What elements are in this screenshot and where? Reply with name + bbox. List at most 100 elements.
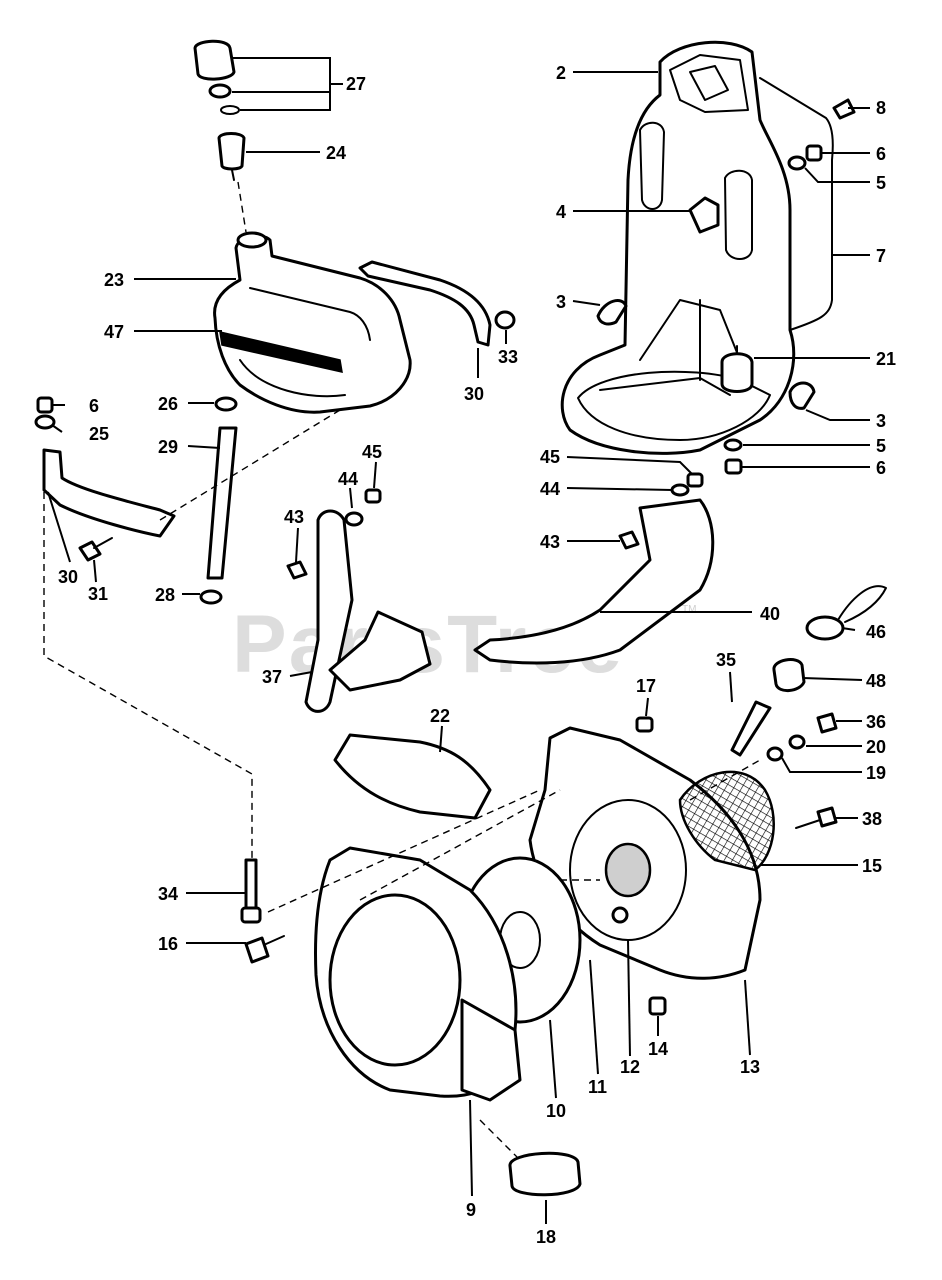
callout-37: 37 <box>262 667 282 687</box>
callout-43-left: 43 <box>284 507 304 527</box>
nut-17 <box>635 716 654 733</box>
washer-19 <box>766 746 784 762</box>
tube-35 <box>730 700 772 757</box>
callout-30-upper: 30 <box>464 384 484 404</box>
washer-25 <box>34 414 56 430</box>
callout-6-lower: 6 <box>876 458 886 478</box>
callout-24: 24 <box>326 143 346 163</box>
callout-3-right: 3 <box>876 411 886 431</box>
bolt-43-right <box>618 530 640 550</box>
callout-44-right: 44 <box>540 479 560 499</box>
callout-48: 48 <box>866 671 886 691</box>
callout-17: 17 <box>636 676 656 696</box>
callout-45-right: 45 <box>540 447 560 467</box>
callout-36: 36 <box>866 712 886 732</box>
washer-20 <box>788 734 806 750</box>
back-pad-7 <box>759 77 834 331</box>
callout-47: 47 <box>104 322 124 342</box>
callout-8: 8 <box>876 98 886 118</box>
mount-4 <box>688 196 720 234</box>
leader-lines <box>47 57 870 1224</box>
washer-44-right <box>670 483 690 497</box>
bolt-16 <box>244 935 285 964</box>
fuel-cap-27 <box>193 39 240 115</box>
bolt-34 <box>240 858 262 924</box>
strap-37 <box>304 509 432 713</box>
callout-29: 29 <box>158 437 178 457</box>
callout-12: 12 <box>620 1057 640 1077</box>
bracket-30-lower <box>42 448 176 538</box>
callout-20: 20 <box>866 737 886 757</box>
callout-14: 14 <box>648 1039 668 1059</box>
callout-25: 25 <box>89 424 109 444</box>
callout-19: 19 <box>866 763 886 783</box>
callout-27: 27 <box>346 74 366 94</box>
callout-labels: 2 8 6 5 4 7 3 21 3 5 6 27 24 23 47 33 30… <box>58 63 896 1247</box>
washer-5-upper <box>787 155 807 171</box>
callout-5-lower: 5 <box>876 436 886 456</box>
callout-35: 35 <box>716 650 736 670</box>
bolt-38 <box>795 806 838 829</box>
watermark-tm: TM <box>682 604 696 615</box>
nut-6-upper <box>805 144 823 162</box>
callout-43-right: 43 <box>540 532 560 552</box>
cover-plate-22 <box>333 733 492 820</box>
callout-40: 40 <box>760 604 780 624</box>
nut-6-left <box>36 396 54 414</box>
callout-34: 34 <box>158 884 178 904</box>
callout-28: 28 <box>155 585 175 605</box>
callout-7: 7 <box>876 246 886 266</box>
callout-10: 10 <box>546 1101 566 1121</box>
callout-4: 4 <box>556 202 566 222</box>
clamp-28 <box>199 589 223 605</box>
nut-33 <box>494 310 516 330</box>
screen-15 <box>678 770 775 872</box>
callout-46: 46 <box>866 622 886 642</box>
nut-45-left <box>364 488 382 504</box>
callout-33: 33 <box>498 347 518 367</box>
fuel-hose-29 <box>206 426 238 580</box>
callout-31: 31 <box>88 584 108 604</box>
assembly-guides <box>43 181 761 1161</box>
fuel-tank-23 <box>213 231 412 414</box>
callout-23: 23 <box>104 270 124 290</box>
callout-6-upper: 6 <box>876 144 886 164</box>
bolt-43-left <box>286 560 308 580</box>
callout-26: 26 <box>158 394 178 414</box>
strap-40 <box>473 498 715 665</box>
grommet-48 <box>772 658 806 692</box>
bolt-8 <box>832 98 856 120</box>
callout-45-left: 45 <box>362 442 382 462</box>
grommet-18 <box>508 1151 582 1197</box>
nut-6-lower <box>724 458 743 475</box>
bolt-12 <box>611 906 629 924</box>
clamp-26 <box>214 396 238 412</box>
housing-front-9 <box>314 846 522 1102</box>
nut-45-right <box>686 472 704 488</box>
callout-22: 22 <box>430 706 450 726</box>
mount-21 <box>720 345 754 393</box>
callout-2: 2 <box>556 63 566 83</box>
back-frame-2 <box>560 40 796 455</box>
bolt-31 <box>78 537 113 562</box>
callout-21: 21 <box>876 349 896 369</box>
callout-38: 38 <box>862 809 882 829</box>
clip-3-left <box>596 299 628 326</box>
callout-3-left: 3 <box>556 292 566 312</box>
callout-16: 16 <box>158 934 178 954</box>
callout-9: 9 <box>466 1200 476 1220</box>
callout-5-upper: 5 <box>876 173 886 193</box>
nut-14 <box>648 996 667 1016</box>
washer-44-left <box>344 511 364 527</box>
callout-15: 15 <box>862 856 882 876</box>
bolt-36 <box>816 712 838 734</box>
strainer-24 <box>217 132 246 181</box>
callout-6-left: 6 <box>89 396 99 416</box>
callout-11: 11 <box>588 1077 607 1097</box>
callout-44-left: 44 <box>338 469 358 489</box>
callout-30-lower: 30 <box>58 567 78 587</box>
washer-5-lower <box>723 438 743 452</box>
clip-3-right <box>788 381 816 410</box>
callout-13: 13 <box>740 1057 760 1077</box>
